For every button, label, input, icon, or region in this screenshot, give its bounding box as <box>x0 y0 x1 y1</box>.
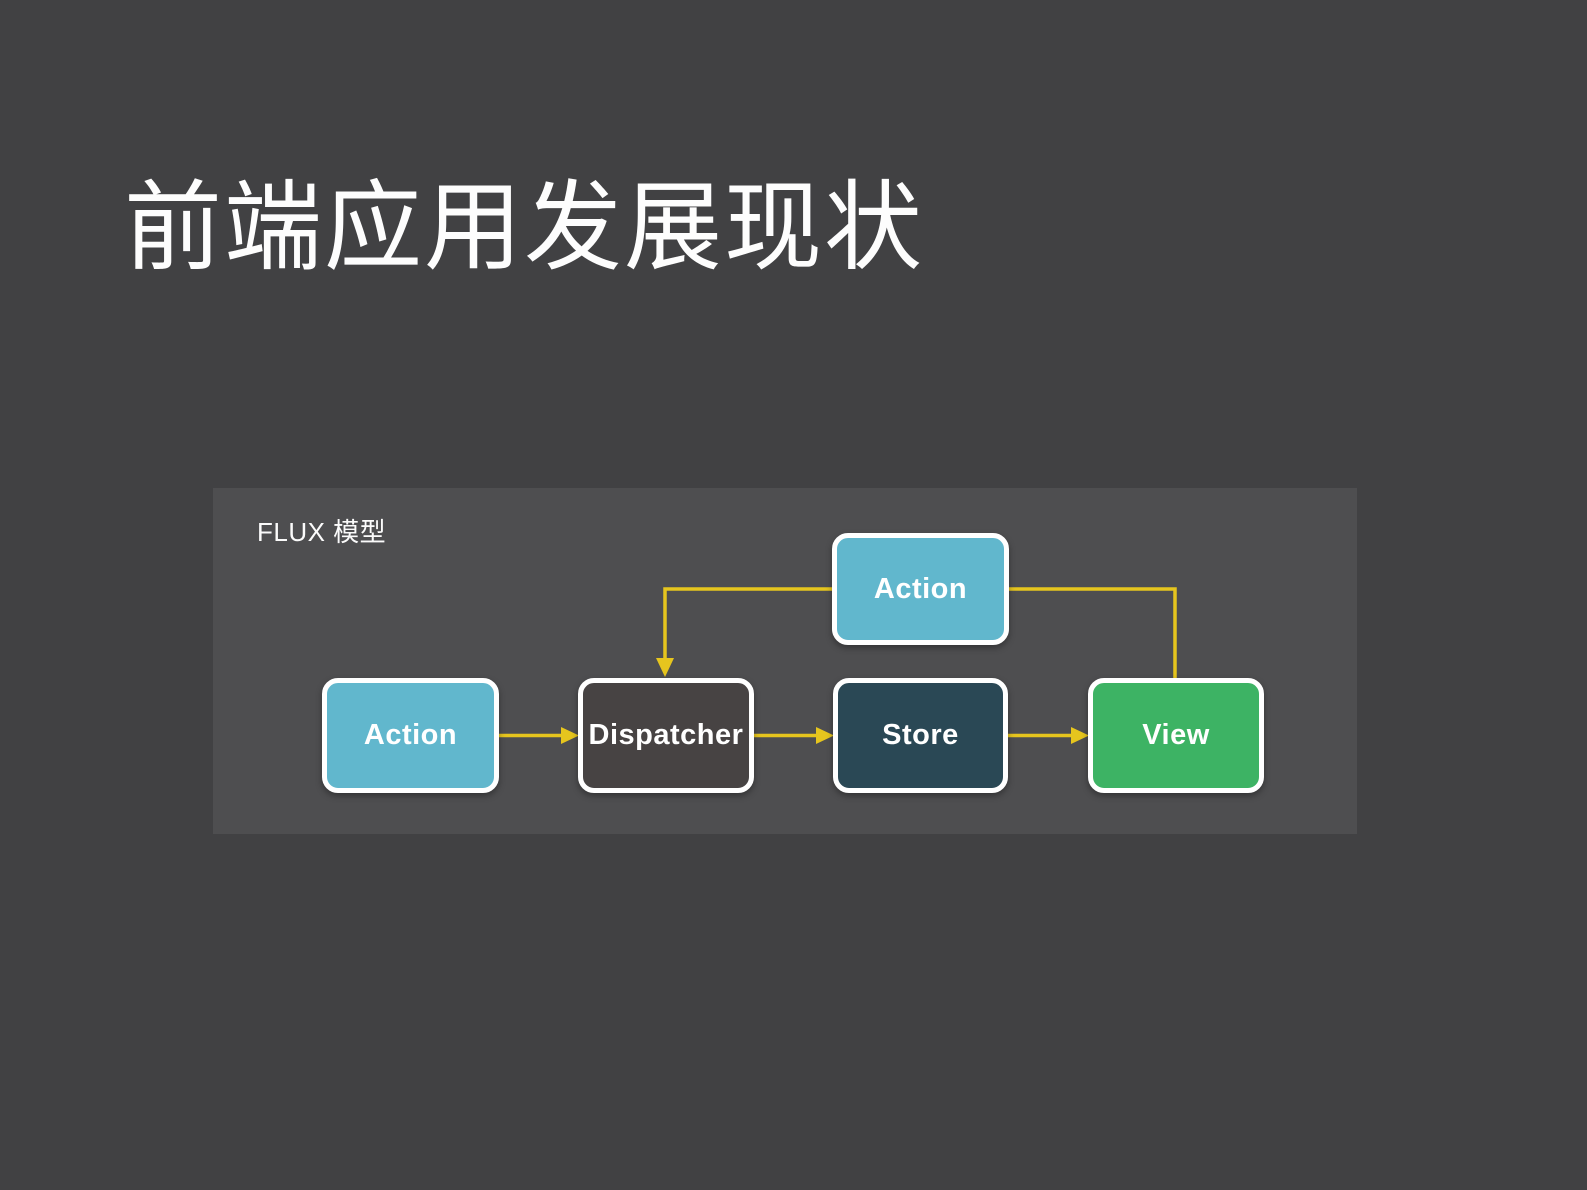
arrowhead <box>816 727 834 744</box>
arrowhead <box>561 727 579 744</box>
flux-diagram-panel: FLUX 模型 Action Action <box>213 488 1357 834</box>
node-store: Store <box>833 678 1008 793</box>
arrowhead <box>1071 727 1089 744</box>
node-action: Action <box>322 678 499 793</box>
arrowhead <box>656 658 674 677</box>
diagram-label: FLUX 模型 <box>257 517 387 547</box>
node-action-label: Action <box>363 719 458 751</box>
node-dispatcher: Dispatcher <box>578 678 754 793</box>
node-action-top-label: Action <box>873 572 968 605</box>
node-dispatcher-label: Dispatcher <box>588 719 744 751</box>
connector-view-to-action-top <box>1008 587 1177 678</box>
node-view: View <box>1088 678 1264 793</box>
connector-action-top-to-dispatcher <box>663 587 832 659</box>
node-view-label: View <box>1142 719 1210 751</box>
node-action-top: Action <box>832 533 1009 645</box>
node-store-label: Store <box>882 719 959 751</box>
slide-title: 前端应用发展现状 <box>124 172 925 282</box>
